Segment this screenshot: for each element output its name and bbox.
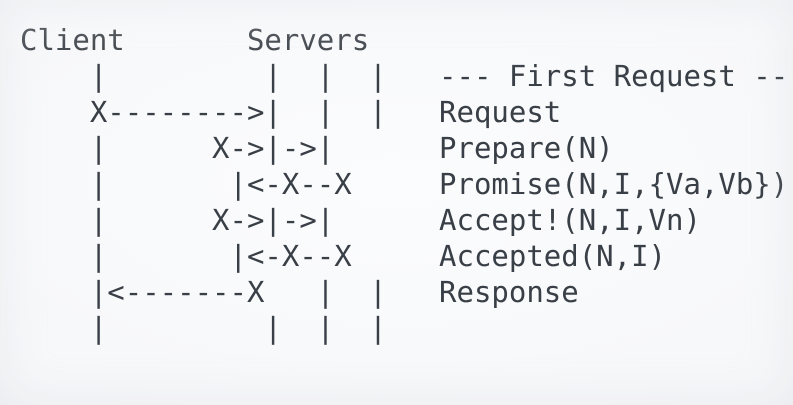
ascii-sequence-diagram: Client Servers | | | | --- First Request… [20, 23, 793, 345]
